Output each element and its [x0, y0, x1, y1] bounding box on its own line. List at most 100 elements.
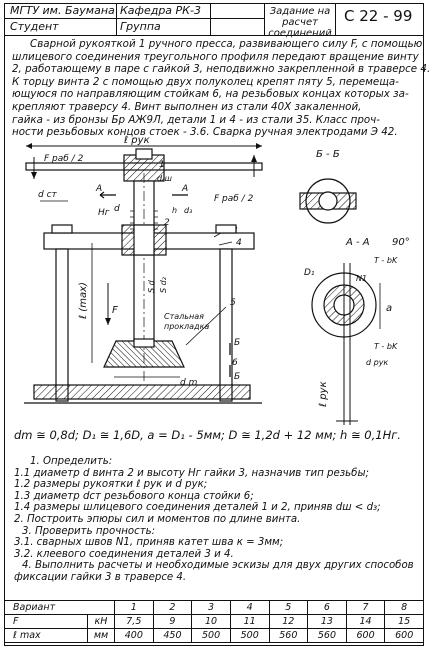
- description-line: крепляют траверсу 4. Винт выполнен из ст…: [12, 100, 362, 113]
- task-line: 1.2 размеры рукоятки ℓ рук и d рук;: [14, 479, 208, 491]
- l-max-label: ℓ (max): [78, 282, 89, 319]
- right-column: [219, 248, 233, 402]
- title-block: МГТУ им. Баумана Студент Кафедра РК-3 Гр…: [4, 3, 424, 39]
- f-half-left-label: F раб / 2: [44, 154, 84, 164]
- sd-label: S d: [147, 279, 156, 293]
- table-cell: 14: [345, 614, 386, 629]
- d-ruk-label: d рук: [366, 358, 388, 367]
- description-line: 2, работающему в паре с гайкой 3, неподв…: [12, 63, 429, 76]
- b-mark-top: Б: [234, 338, 240, 348]
- l-ruk2-label: ℓ рук: [318, 381, 329, 407]
- task-line: 2. Построить эпюры сил и моментов по дли…: [14, 513, 301, 525]
- table-cell: 9: [152, 614, 193, 629]
- table-cell: 450: [152, 628, 193, 643]
- sd2-label: S d₂: [159, 276, 168, 293]
- part-5-label: 5: [230, 298, 236, 308]
- description-line: ности резьбовых концов стоек - 3.6. Свар…: [12, 126, 398, 139]
- task-list: 1. Определить: 1.1 диаметр d винта 2 и в…: [14, 456, 420, 584]
- variant-header: Вариант: [4, 600, 115, 615]
- base-plate: [33, 384, 251, 400]
- description-line: К торцу винта 2 с помощью двух полуколец…: [12, 75, 399, 88]
- table-cell: 11: [229, 614, 270, 629]
- variant-number: 3: [191, 600, 231, 615]
- d1-label: D₁: [304, 268, 315, 278]
- empirical-relations: dm ≅ 0,8d; D₁ ≅ 1,6D, a = D₁ - 5мм; D ≅ …: [14, 428, 401, 442]
- department-label: Кафедра РК-3: [120, 4, 201, 17]
- lmax-label: ℓ max: [4, 628, 88, 643]
- variant-number: 4: [229, 600, 270, 615]
- table-cell: 7,5: [114, 614, 154, 629]
- task-line: 3. Проверить прочность:: [22, 525, 156, 537]
- student-label: Студент: [10, 20, 59, 33]
- task-line: 1.4 размеры шлицевого соединения деталей…: [14, 502, 381, 514]
- table-cell: 560: [307, 628, 347, 643]
- f-label: F: [112, 305, 118, 316]
- table-cell: 10: [191, 614, 231, 629]
- d3-label: d₃: [184, 206, 192, 215]
- variant-number: 8: [384, 600, 424, 615]
- h-label: h: [172, 206, 177, 215]
- table-cell: 500: [229, 628, 270, 643]
- section-a-right: A: [181, 184, 188, 194]
- table-cell: 400: [114, 628, 154, 643]
- part-2-label: 2: [164, 218, 170, 228]
- left-column: [55, 248, 69, 402]
- assignment-label: Задание на расчет соединений: [268, 6, 332, 39]
- task-line: фиксации гайки 3 в траверсе 4.: [14, 571, 187, 583]
- n1-label: N1: [356, 274, 367, 283]
- table-cell: 500: [191, 628, 231, 643]
- section-aa-label: А - А: [345, 237, 370, 248]
- task-line: 1.1 диаметр d винта 2 и высоту Hг гайки …: [14, 467, 369, 479]
- prokladka-label: прокладка: [164, 322, 209, 331]
- rotation-label: 90°: [392, 237, 410, 248]
- description-line: шлицевого соединения треугольного профил…: [12, 50, 419, 63]
- task-line: 4. Выполнить расчеты и необходимые эскиз…: [22, 560, 414, 572]
- page-frame: [4, 3, 424, 646]
- force-unit: кН: [87, 614, 115, 629]
- task-line: 1. Определить:: [30, 456, 113, 467]
- part-1-label: 1: [159, 160, 165, 170]
- variant-number: 1: [114, 600, 154, 615]
- description-line: гайка - из бронзы Бр АЖ9Л, детали 1 и 4 …: [12, 113, 380, 126]
- force-label: F: [4, 614, 88, 629]
- variant-number: 7: [345, 600, 386, 615]
- hg-label: Hг: [98, 208, 110, 218]
- table-row: F кН 7,5 9 10 11 12 13 14 15: [4, 614, 424, 629]
- table-cell: 600: [345, 628, 386, 643]
- stalnaya-label: Стальная: [164, 312, 204, 321]
- variant-number: 6: [307, 600, 347, 615]
- variant-number: 5: [268, 600, 309, 615]
- a-dim-label: a: [386, 303, 392, 314]
- institute-label: МГТУ им. Баумана: [10, 4, 115, 17]
- table-cell: 15: [384, 614, 424, 629]
- press-drawing: ℓ рук F раб / 2 F раб / 2 1 d ш A A d ст…: [24, 135, 410, 425]
- dm-label: d m: [180, 378, 198, 388]
- lmax-unit: мм: [87, 628, 115, 643]
- f-half-right-label: F раб / 2: [214, 194, 254, 204]
- task-line: 1.3 диаметр dст резьбового конца стойки …: [14, 490, 254, 502]
- section-bb-label: Б - Б: [316, 149, 340, 160]
- table-row: Вариант 1 2 3 4 5 6 7 8: [4, 600, 424, 615]
- task-line: 3.2. клеевого соединения деталей 3 и 4.: [14, 548, 234, 560]
- document-code: С 22 - 99: [344, 7, 413, 25]
- table-cell: 13: [307, 614, 347, 629]
- b-mark-bottom: Б: [234, 372, 240, 382]
- description-line: ющуюся по направляющим стойкам 6, на рез…: [12, 88, 409, 101]
- t-vk-top: T - bK: [374, 256, 398, 265]
- table-cell: 600: [384, 628, 424, 643]
- table-row: ℓ max мм 400 450 500 500 560 560 600 600: [4, 628, 424, 643]
- description-line: Сварной рукояткой 1 ручного пресса, разв…: [30, 38, 423, 50]
- task-line: 3.1. сварных швов N1, приняв катет шва к…: [14, 537, 284, 549]
- problem-description: Сварной рукояткой 1 ручного пресса, разв…: [12, 38, 429, 139]
- section-a-left: A: [95, 184, 102, 194]
- variants-table: Вариант 1 2 3 4 5 6 7 8 F кН 7,5 9 10 11…: [4, 600, 424, 643]
- d-label: d: [114, 204, 120, 214]
- part-6-label: 6: [232, 358, 238, 368]
- t-vk-bottom: T - bK: [374, 342, 398, 351]
- table-cell: 560: [268, 628, 309, 643]
- d-st-label: d ст: [38, 190, 58, 200]
- group-label: Группа: [120, 20, 161, 33]
- part-4-label: 4: [236, 238, 242, 248]
- dw-label: d ш: [157, 174, 173, 183]
- variant-number: 2: [152, 600, 193, 615]
